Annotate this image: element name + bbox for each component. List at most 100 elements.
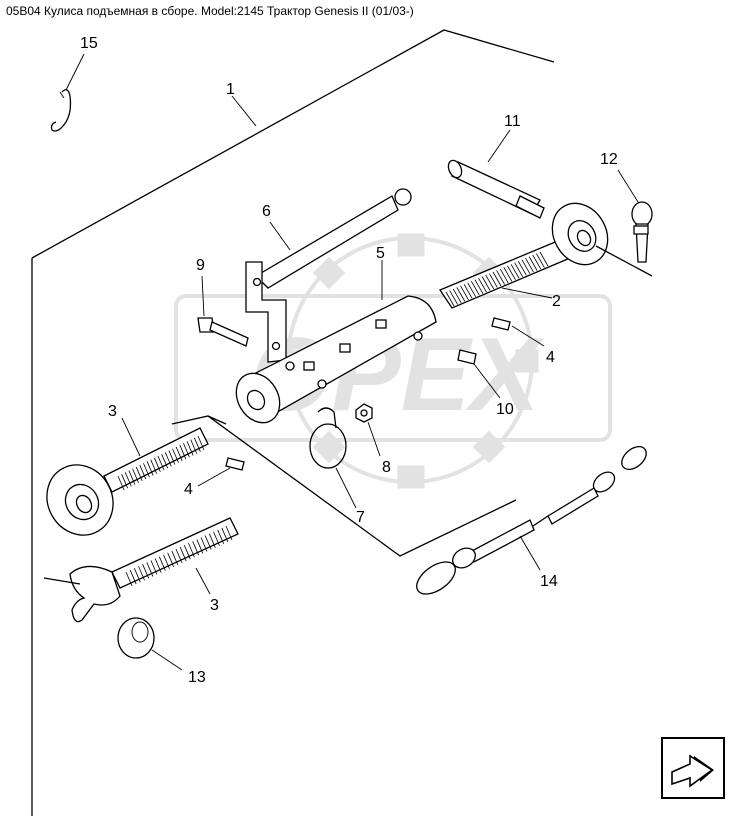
callout-13: 13 <box>188 669 206 686</box>
thread-line <box>539 251 549 267</box>
thread-line <box>154 558 162 573</box>
thread-line <box>217 529 225 544</box>
part-left-rod-eye <box>46 427 209 536</box>
thread-line <box>158 556 166 571</box>
part-center-tube <box>235 295 437 424</box>
arrow-icon <box>671 754 714 788</box>
callout-12: 12 <box>600 151 618 168</box>
thread-line <box>470 281 480 296</box>
thread-line <box>463 284 473 299</box>
thread-line <box>474 279 484 294</box>
thread-line <box>135 466 143 482</box>
thread-line <box>183 443 190 458</box>
thread-line <box>496 270 505 285</box>
callout-2: 2 <box>552 293 561 310</box>
thread-line <box>133 568 141 583</box>
thread-line <box>456 287 466 302</box>
callout-8: 8 <box>382 459 391 476</box>
thread-line <box>481 276 491 291</box>
part-bolt <box>197 317 249 347</box>
watermark: OPEX <box>174 233 612 489</box>
thread-line <box>146 461 154 476</box>
callout-6: 6 <box>262 203 271 220</box>
callout-10: 10 <box>496 401 514 418</box>
thread-line <box>510 264 520 279</box>
callout-7: 7 <box>356 509 365 526</box>
thread-line <box>532 254 542 270</box>
thread-line <box>507 265 516 281</box>
thread-line <box>168 450 176 465</box>
thread-line <box>124 472 132 487</box>
thread-line <box>200 537 208 552</box>
thread-line <box>192 541 200 556</box>
thread-line <box>132 468 139 483</box>
thread-line <box>157 455 165 471</box>
thread-line <box>172 448 179 463</box>
part-chain <box>416 446 647 595</box>
thread-line <box>153 457 161 472</box>
thread-line <box>213 531 220 546</box>
callouts: 1 2 3 3 4 4 5 6 7 8 9 10 11 12 13 14 15 <box>80 35 618 686</box>
part-ball <box>117 617 155 659</box>
thread-line <box>138 566 145 581</box>
thread-line <box>150 459 158 474</box>
thread-line <box>125 571 133 587</box>
thread-line <box>193 437 201 452</box>
thread-line <box>164 452 172 467</box>
thread-line <box>208 533 216 548</box>
part-plug-upper <box>491 317 511 331</box>
thread-line <box>521 259 531 274</box>
thread-line <box>150 560 158 575</box>
thread-line <box>528 256 538 271</box>
thread-line <box>536 253 545 268</box>
part-nut <box>355 403 373 423</box>
page-title: 05B04 Кулиса подъемная в сборе. Model:21… <box>6 4 414 18</box>
thread-line <box>196 539 204 554</box>
part-lynch-pin <box>631 201 653 263</box>
thread-line <box>139 464 147 480</box>
part-spring-clip <box>50 89 72 132</box>
thread-line <box>452 288 462 304</box>
next-page-button[interactable] <box>661 737 725 799</box>
thread-line <box>171 550 179 566</box>
thread-line <box>190 439 198 454</box>
thread-line <box>485 274 495 290</box>
thread-line <box>204 535 212 550</box>
assembly-outline <box>31 29 555 816</box>
thread-line <box>460 285 469 301</box>
thread-line <box>225 525 233 541</box>
watermark-frame <box>174 294 612 442</box>
callout-3-upper: 3 <box>108 403 117 420</box>
part-pin-11 <box>447 159 545 219</box>
callout-5: 5 <box>376 245 385 262</box>
leader-lines <box>65 53 639 671</box>
thread-line <box>161 454 169 469</box>
callout-4-upper: 4 <box>546 349 555 366</box>
thread-line <box>142 564 150 579</box>
part-ring <box>309 407 347 469</box>
thread-line <box>128 470 136 485</box>
part-right-rod <box>439 202 653 309</box>
thread-line <box>179 546 187 562</box>
thread-line <box>449 290 458 305</box>
thread-line <box>143 463 150 478</box>
thread-line <box>221 527 229 543</box>
thread-line <box>478 277 487 293</box>
thread-line <box>489 273 498 288</box>
part-top-pin <box>245 188 412 363</box>
thread-line <box>186 441 194 456</box>
callout-4-lower: 4 <box>184 481 193 498</box>
thread-line <box>129 569 137 585</box>
thread-line <box>167 552 175 567</box>
thread-line <box>188 543 195 558</box>
callout-15: 15 <box>80 35 98 52</box>
thread-line <box>514 262 524 277</box>
thread-line <box>197 435 205 451</box>
callout-3-lower: 3 <box>210 597 219 614</box>
callout-9: 9 <box>196 257 205 274</box>
thread-line <box>517 261 527 276</box>
thread-line <box>492 271 502 287</box>
thread-line <box>445 291 455 307</box>
callout-11: 11 <box>504 113 521 130</box>
